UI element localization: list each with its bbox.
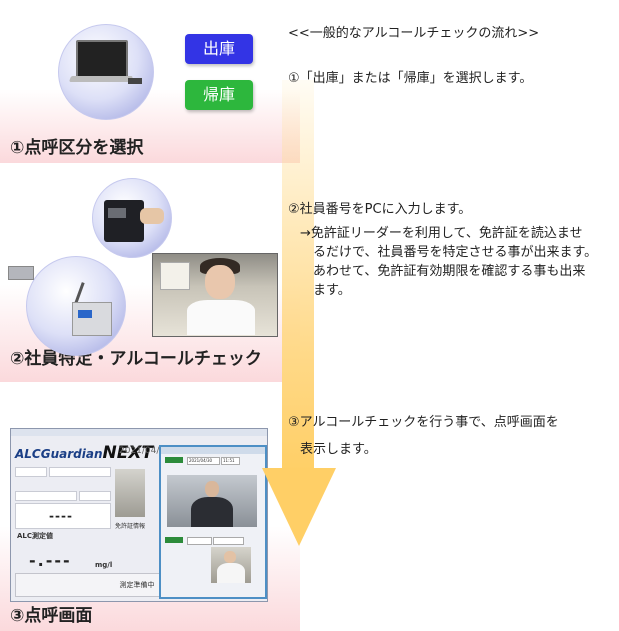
step2-note-line: ます。 xyxy=(313,283,351,298)
vehicle-field[interactable] xyxy=(79,491,111,501)
alc-value: -.--- xyxy=(29,551,72,570)
driver-head xyxy=(224,551,236,563)
flow-arrow-stem xyxy=(282,80,314,472)
logo-main-text: ALCGuardian xyxy=(15,447,103,461)
dashes-value: ---- xyxy=(49,509,73,523)
checker-display xyxy=(78,310,92,318)
laptop-base xyxy=(68,76,134,82)
step3-description-line2: 表示します。 xyxy=(300,442,377,457)
logo-next-text: NEXT xyxy=(102,443,154,463)
person-body xyxy=(187,300,255,335)
manager-head xyxy=(205,481,219,497)
driver-name-box xyxy=(213,537,244,545)
app-date: 2021/04/30 xyxy=(119,446,171,456)
popup-time: 11:51 xyxy=(221,457,240,465)
flow-arrow-head xyxy=(262,468,336,546)
driver-tag xyxy=(165,537,183,543)
name-field[interactable] xyxy=(49,467,111,477)
app-logo: ALCGuardianNEXT xyxy=(15,443,153,463)
driver-body xyxy=(217,563,245,583)
alc-label: ALC測定値 xyxy=(17,532,54,540)
return-button[interactable]: 帰庫 xyxy=(185,80,253,110)
alc-unit: mg/l xyxy=(95,561,113,569)
alcohol-checker-icon xyxy=(72,302,112,336)
step2-note-line: あわせて、免許証有効期限を確認する事も出来 xyxy=(313,264,586,279)
app-camera-view xyxy=(115,469,145,517)
reader-slot xyxy=(108,208,126,218)
step3-title: ③点呼画面 xyxy=(10,606,93,626)
sensor-device-icon xyxy=(8,266,34,280)
flow-heading: <<一般的なアルコールチェックの流れ>> xyxy=(288,26,540,41)
step3-description-line1: ③アルコールチェックを行う事で、点呼画面を xyxy=(288,415,559,430)
step1-title: ①点呼区分を選択 xyxy=(10,138,144,158)
laptop-icon xyxy=(76,40,128,78)
popup-tag xyxy=(165,457,183,463)
dashes-panel xyxy=(15,503,111,529)
manager-video xyxy=(167,475,257,527)
driver-id-box xyxy=(187,537,212,545)
license-label: 免許証情報 xyxy=(115,523,146,530)
roll-call-app-screenshot: ALCGuardianNEXT 2021/04/30 ---- ALC測定値 -… xyxy=(10,428,268,602)
popup-titlebar xyxy=(161,447,265,454)
step2-note-line: →免許証リーダーを利用して、免許証を読込ませ xyxy=(300,226,583,241)
app-titlebar xyxy=(11,429,267,436)
card-reader-icon xyxy=(128,78,142,84)
step2-note-line: るだけで、社員番号を特定させる事が出来ます。 xyxy=(313,245,598,260)
manager-body xyxy=(191,497,233,527)
roll-call-popup: 2021/04/30 11:51 xyxy=(159,445,267,599)
popup-date: 2021/04/30 xyxy=(187,457,220,465)
step1-description: ①「出庫」または「帰庫」を選択します。 xyxy=(288,71,533,86)
step2-description: ②社員番号をPCに入力します。 xyxy=(288,202,472,217)
driver-video xyxy=(211,547,251,583)
calendar-in-photo xyxy=(160,262,190,290)
license-reader-icon xyxy=(104,200,144,242)
id-field[interactable] xyxy=(15,467,47,477)
out-button[interactable]: 出庫 xyxy=(185,34,253,64)
person-face xyxy=(205,265,235,299)
office-field[interactable] xyxy=(15,491,77,501)
step2-note: →免許証リーダーを利用して、免許証を読込ませ るだけで、社員番号を特定させる事が… xyxy=(300,224,597,300)
hand-icon xyxy=(140,208,164,224)
